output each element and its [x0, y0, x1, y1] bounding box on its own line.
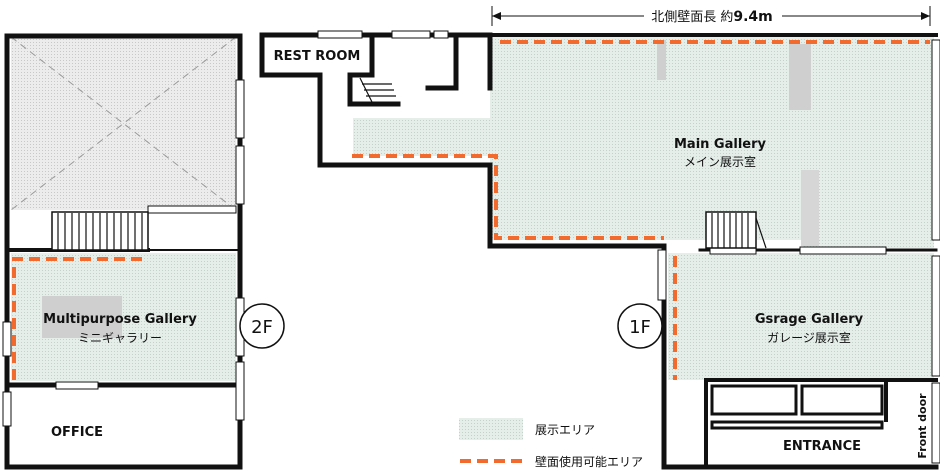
gray-block — [657, 40, 666, 80]
dimension-label: 北側壁面長 約9.4m — [651, 9, 773, 25]
gray-block — [801, 170, 819, 246]
dimension-line: 北側壁面長 約9.4m — [491, 6, 931, 26]
void-area — [11, 37, 236, 210]
wall — [347, 32, 401, 107]
stairs-1f — [705, 211, 767, 249]
window — [2, 321, 12, 357]
wall — [425, 32, 459, 91]
window — [931, 382, 940, 464]
window — [147, 205, 237, 214]
gray-blocks — [42, 40, 819, 338]
stairs-restroom — [359, 77, 396, 103]
window — [433, 30, 449, 39]
legend-label-exhibit: 展示エリア — [535, 423, 595, 437]
window — [931, 39, 940, 241]
floor-label-2f: 2F — [251, 317, 273, 338]
wall — [487, 162, 667, 470]
multipurpose-gallery-label: Multipurpose Gallery — [43, 312, 197, 327]
stairs-2f — [51, 211, 149, 251]
usable-wall-multi — [12, 257, 146, 380]
garage-gallery-label-jp: ガレージ展示室 — [767, 330, 851, 345]
office-label: OFFICE — [51, 425, 103, 440]
arrow-left-icon — [492, 12, 501, 20]
legend: 展示エリア 壁面使用可能エリア — [459, 418, 643, 469]
window — [657, 249, 667, 301]
window — [235, 361, 245, 421]
main-gallery-label-jp: メイン展示室 — [684, 154, 756, 169]
window — [235, 145, 245, 205]
window — [931, 255, 940, 377]
floor-marker-1f: 1F — [617, 303, 663, 349]
main-gallery-area — [353, 36, 934, 248]
legend-label-wall: 壁面使用可能エリア — [535, 454, 643, 469]
window — [55, 381, 99, 390]
window — [2, 391, 12, 427]
gray-block — [789, 44, 811, 110]
window — [317, 30, 363, 39]
window — [391, 30, 431, 39]
gray-block — [42, 296, 122, 338]
floor-marker-2f: 2F — [239, 303, 285, 349]
multipurpose-gallery-label-jp: ミニギャラリー — [78, 331, 162, 345]
main-gallery-label: Main Gallery — [674, 137, 767, 152]
wall — [259, 32, 493, 168]
garage-gallery-label: Gsrage Gallery — [755, 312, 864, 327]
window — [799, 246, 887, 255]
floor-label-1f: 1F — [629, 317, 651, 338]
arrow-right-icon — [921, 12, 930, 20]
front-door-label: Front door — [916, 393, 929, 459]
shelf — [710, 384, 798, 416]
shelf — [800, 384, 884, 416]
garage-gallery-area — [668, 253, 934, 380]
shelf — [710, 420, 884, 430]
window — [235, 79, 245, 139]
usable-wall-main — [352, 154, 664, 240]
entrance-shelves — [710, 384, 884, 430]
entrance-label: ENTRANCE — [783, 439, 861, 454]
usable-wall-lines — [12, 40, 930, 380]
rest-room-label: REST ROOM — [274, 49, 361, 64]
legend-swatch-exhibit — [459, 418, 523, 440]
